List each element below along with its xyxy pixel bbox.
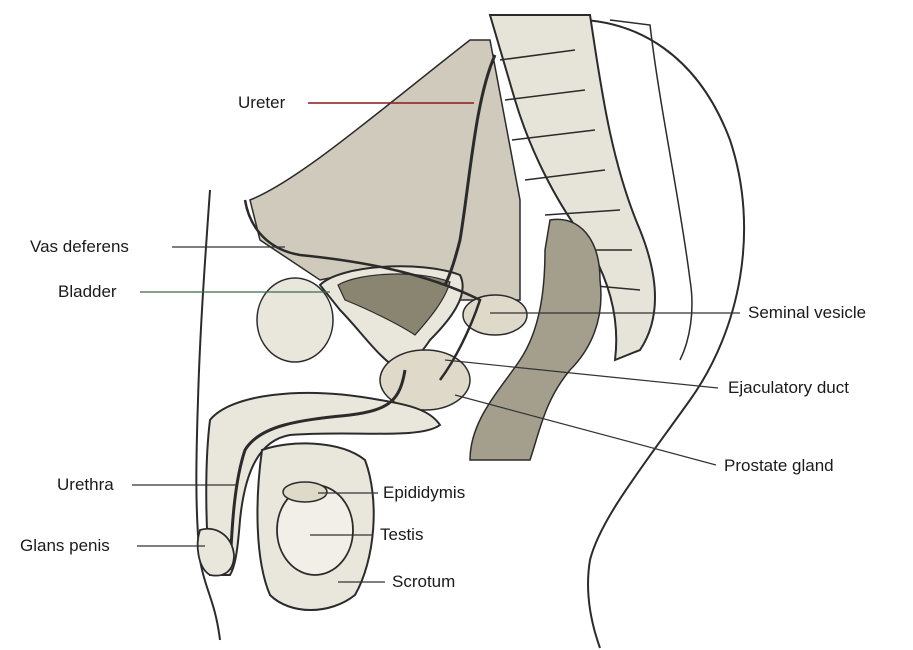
- label-vas-deferens: Vas deferens: [30, 237, 129, 257]
- label-prostate-gland: Prostate gland: [724, 456, 834, 476]
- label-seminal-vesicle: Seminal vesicle: [748, 303, 866, 323]
- label-ureter: Ureter: [238, 93, 285, 113]
- label-ejaculatory-duct: Ejaculatory duct: [728, 378, 849, 398]
- seminal-vesicle-shape: [463, 295, 527, 335]
- label-bladder: Bladder: [58, 282, 117, 302]
- leader-ejaculatory-duct: [445, 360, 718, 388]
- pelvic-cavity: [250, 40, 520, 300]
- label-glans-penis: Glans penis: [20, 536, 110, 556]
- epididymis-shape: [283, 482, 327, 502]
- label-testis: Testis: [380, 525, 423, 545]
- label-epididymis: Epididymis: [383, 483, 465, 503]
- pubic-bone: [257, 278, 333, 362]
- label-urethra: Urethra: [57, 475, 114, 495]
- label-scrotum: Scrotum: [392, 572, 455, 592]
